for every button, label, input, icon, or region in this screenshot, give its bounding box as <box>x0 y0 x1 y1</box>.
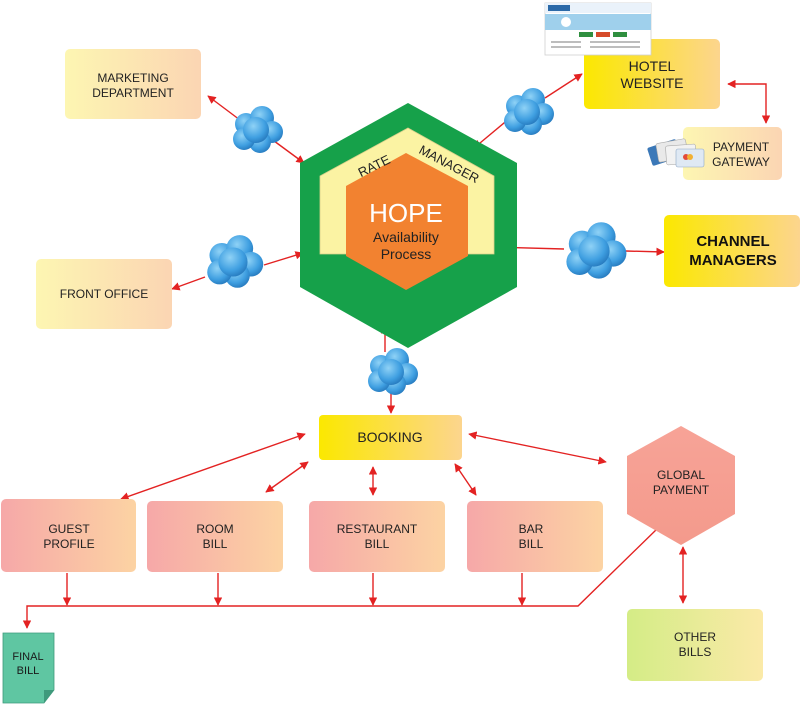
node-label-line1: HOTEL <box>629 58 676 74</box>
node-box <box>319 415 462 460</box>
link-front-office-cloud <box>171 276 206 291</box>
node-box <box>467 501 603 572</box>
node-label-line1: FRONT OFFICE <box>60 287 148 301</box>
node-box <box>36 259 172 329</box>
hub-subtitle-line2: Process <box>381 246 432 262</box>
link-cloud-channel-managers <box>625 247 665 256</box>
link-cloud-hotel-website <box>544 73 583 99</box>
link-cloud-hub-left <box>263 251 304 266</box>
website-screenshot-thumbnail <box>544 2 652 56</box>
node-label-line2: MANAGERS <box>689 252 777 269</box>
node-label-line2: WEBSITE <box>620 75 683 91</box>
node-marketing-department: MARKETING DEPARTMENT <box>65 49 201 119</box>
node-label-line1: PAYMENT <box>713 140 770 154</box>
link-booking-room-bill <box>265 461 309 493</box>
node-payment-gateway: PAYMENT GATEWAY <box>647 127 782 180</box>
node-hexagon <box>627 426 735 545</box>
node-label-line2: BILL <box>203 537 228 551</box>
link-booking-bar-bill <box>454 463 477 496</box>
node-front-office: FRONT OFFICE <box>36 259 172 329</box>
link-booking-global-payment <box>468 431 607 465</box>
hub-title: HOPE <box>369 198 443 228</box>
node-label-line1: OTHER <box>674 630 716 644</box>
node-restaurant-bill: RESTAURANT BILL <box>309 501 445 572</box>
link-hotel-website-payment-gateway <box>727 79 771 124</box>
node-box <box>584 39 720 109</box>
node-label-line2: DEPARTMENT <box>92 86 174 100</box>
node-box <box>65 49 201 119</box>
node-box <box>309 501 445 572</box>
node-booking: BOOKING <box>319 415 462 460</box>
node-label-line2: BILL <box>17 665 40 677</box>
cloud-icon <box>504 88 554 135</box>
node-label-line2: GATEWAY <box>712 155 770 169</box>
hope-hub: RATE MANAGER HOPE Availability Process <box>300 103 517 348</box>
cloud-icon <box>207 235 264 288</box>
cloud-icon <box>368 348 418 395</box>
node-label-line1: GUEST <box>48 522 90 536</box>
node-box <box>683 127 782 180</box>
node-label-line1: ROOM <box>196 522 233 536</box>
cloud-icon <box>233 106 283 153</box>
node-final-bill: FINAL BILL <box>2 632 55 704</box>
node-box <box>1 499 136 572</box>
node-label-line1: BOOKING <box>357 429 422 445</box>
payment-cards-icon <box>647 138 705 168</box>
cloud-icon <box>566 222 627 279</box>
node-bar-bill: BAR BILL <box>467 501 603 572</box>
link-marketing-cloud <box>207 95 241 121</box>
node-label-line1: RESTAURANT <box>337 522 418 536</box>
node-box <box>664 215 800 287</box>
hub-core-hexagon <box>346 153 468 290</box>
hub-subtitle-line1: Availability <box>373 229 439 245</box>
node-label-line1: CHANNEL <box>696 233 769 250</box>
node-label-line1: BAR <box>519 522 544 536</box>
node-guest-profile: GUEST PROFILE <box>1 499 136 572</box>
connectors <box>22 73 771 629</box>
node-label-line2: BILL <box>365 537 390 551</box>
node-room-bill: ROOM BILL <box>147 501 283 572</box>
node-label-line2: PAYMENT <box>653 483 710 497</box>
node-other-bills: OTHER BILLS <box>627 609 763 681</box>
node-box <box>147 501 283 572</box>
document-fold <box>44 690 54 703</box>
node-label-line1: MARKETING <box>97 71 168 85</box>
node-global-payment: GLOBAL PAYMENT <box>627 426 735 545</box>
node-box <box>627 609 763 681</box>
node-label-line1: FINAL <box>12 651 43 663</box>
node-label-line2: PROFILE <box>43 537 94 551</box>
node-hotel-website: HOTEL WEBSITE <box>544 2 720 109</box>
node-label-line2: BILLS <box>679 645 712 659</box>
link-booking-guest-profile <box>120 432 306 501</box>
node-label-line1: GLOBAL <box>657 468 705 482</box>
link-billing-bus <box>22 527 659 629</box>
node-channel-managers: CHANNEL MANAGERS <box>664 215 800 287</box>
node-label-line2: BILL <box>519 537 544 551</box>
